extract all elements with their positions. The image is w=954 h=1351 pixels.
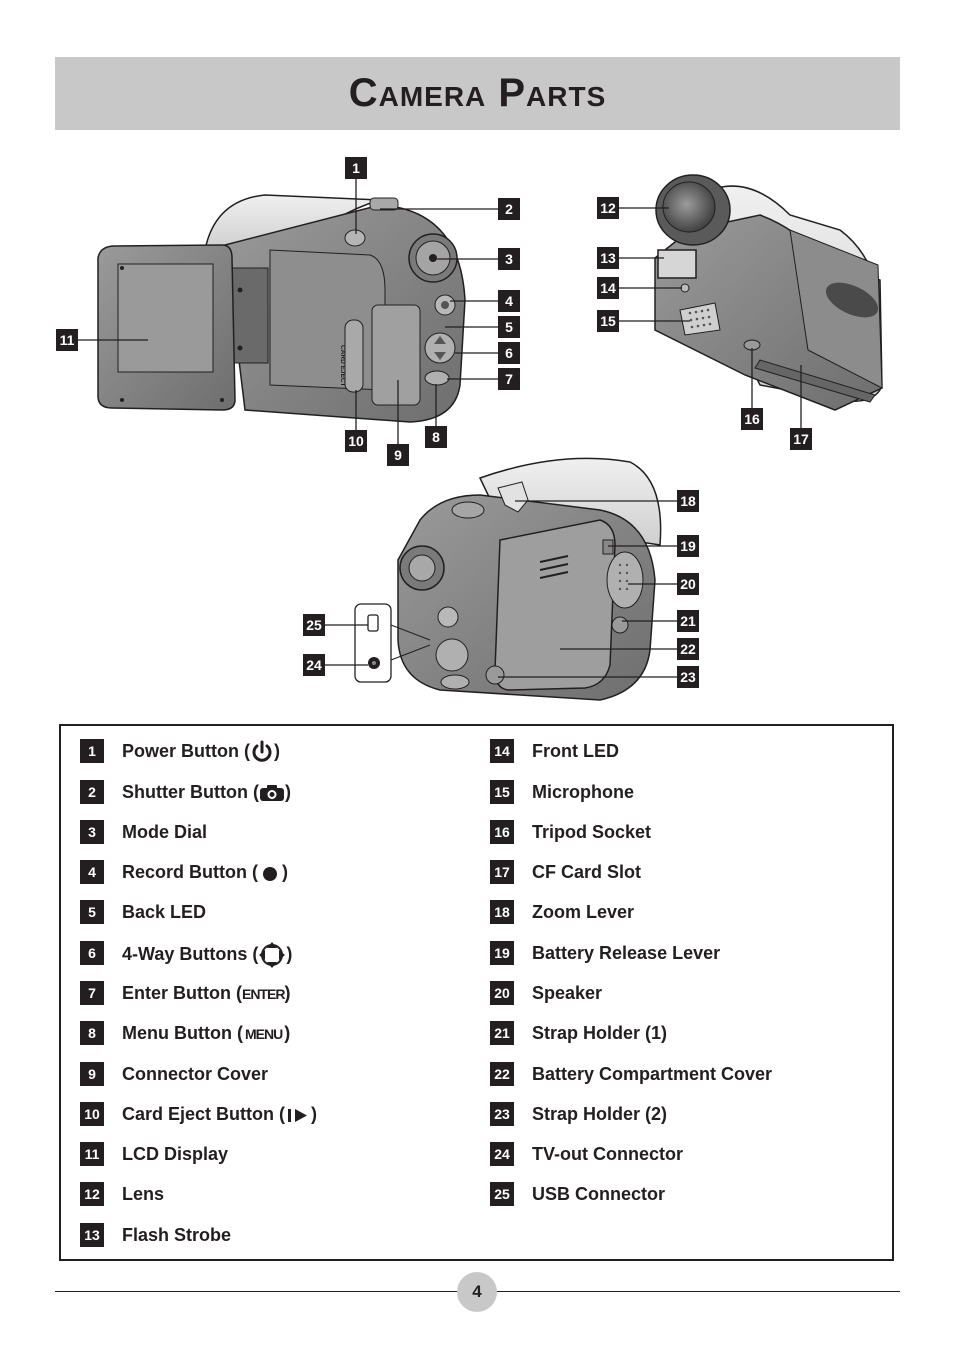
callout-25: 25 (303, 614, 325, 636)
legend-number: 25 (490, 1182, 514, 1206)
legend-number: 21 (490, 1021, 514, 1045)
callout-2: 2 (498, 198, 520, 220)
legend-number: 4 (80, 860, 104, 884)
legend-label: Record Button ( (122, 862, 258, 882)
legend-label: Front LED (532, 741, 619, 761)
callout-9: 9 (387, 444, 409, 466)
callout-15: 15 (597, 310, 619, 332)
callout-3: 3 (498, 248, 520, 270)
legend-label: USB Connector (532, 1184, 666, 1204)
callout-17: 17 (790, 428, 812, 450)
camera-icon (259, 785, 284, 802)
legend-number: 5 (80, 900, 104, 924)
legend-label: Power Button ( (122, 741, 250, 761)
leader-lines (78, 179, 802, 678)
callout-14: 14 (597, 277, 619, 299)
card-eject-icon (288, 1109, 308, 1123)
legend-label: Mode Dial (122, 822, 208, 842)
callout-4: 4 (498, 290, 520, 312)
legend-number: 22 (490, 1062, 514, 1086)
legend-label: Flash Strobe (122, 1225, 232, 1245)
legend-label: CF Card Slot (532, 862, 642, 882)
legend-number: 6 (80, 941, 104, 965)
record-dot-icon (262, 867, 277, 882)
callout-12: 12 (597, 197, 619, 219)
legend-label: Connector Cover (122, 1064, 269, 1084)
callout-6: 6 (498, 342, 520, 364)
legend-number: 15 (490, 780, 514, 804)
callout-23: 23 (677, 666, 699, 688)
callout-11: 11 (56, 329, 78, 351)
callout-24: 24 (303, 654, 325, 676)
legend-label: Strap Holder (1) (532, 1023, 668, 1043)
legend-label: Speaker (532, 983, 603, 1003)
legend-label: Menu Button ( (122, 1023, 243, 1043)
page-title: Camera Parts (348, 71, 607, 115)
legend-number: 14 (490, 739, 514, 763)
legend-number: 9 (80, 1062, 104, 1086)
legend-label: Strap Holder (2) (532, 1104, 668, 1124)
legend-label: Microphone (532, 782, 634, 802)
card-eject-label: CARD EJECT (339, 345, 346, 387)
parts-legend (59, 724, 894, 1261)
legend-number: 20 (490, 981, 514, 1005)
callout-8: 8 (425, 426, 447, 448)
page-title-bar: Camera Parts (55, 57, 900, 130)
legend-number: 19 (490, 941, 514, 965)
callout-5: 5 (498, 316, 520, 338)
legend-number: 17 (490, 860, 514, 884)
legend-label: Lens (122, 1184, 165, 1204)
legend-number: 24 (490, 1142, 514, 1166)
legend-number: 12 (80, 1182, 104, 1206)
legend-label: Enter Button ( (122, 983, 242, 1003)
legend-label: TV-out Connector (532, 1144, 683, 1164)
legend-label: Zoom Lever (532, 902, 635, 922)
camera-front-view (654, 174, 883, 411)
power-icon (252, 740, 272, 762)
callout-16: 16 (741, 408, 763, 430)
legend-number: 8 (80, 1021, 104, 1045)
legend-number: 23 (490, 1102, 514, 1126)
legend-label: Card Eject Button ( (122, 1104, 286, 1124)
camera-rear-view: CARD EJECT (97, 194, 466, 423)
legend-label: 4-Way Buttons ( (122, 943, 259, 964)
legend-label: Battery Release Lever (532, 943, 721, 963)
callout-10: 10 (345, 430, 367, 452)
legend-number: 7 (80, 981, 104, 1005)
callout-7: 7 (498, 368, 520, 390)
callout-18: 18 (677, 490, 699, 512)
menu-icon: MENU (244, 1026, 283, 1043)
legend-number: 18 (490, 900, 514, 924)
callout-1: 1 (345, 157, 367, 179)
callout-22: 22 (677, 638, 699, 660)
callout-13: 13 (597, 247, 619, 269)
legend-label: Battery Compartment Cover (532, 1064, 773, 1084)
legend-number: 11 (80, 1142, 104, 1166)
legend-number: 13 (80, 1223, 104, 1247)
callout-20: 20 (677, 573, 699, 595)
camera-side-view (354, 457, 662, 701)
legend-number: 2 (80, 780, 104, 804)
enter-icon: ENTER (241, 986, 285, 1003)
legend-label: Tripod Socket (532, 822, 652, 842)
page-number: 4 (457, 1272, 497, 1312)
legend-number: 1 (80, 739, 104, 763)
callout-21: 21 (677, 610, 699, 632)
camera-diagrams: CARD EJECT (78, 174, 883, 701)
legend-label: LCD Display (122, 1144, 229, 1164)
legend-label: Back LED (122, 902, 207, 922)
legend-number: 3 (80, 820, 104, 844)
legend-label: Shutter Button ( (122, 782, 259, 802)
legend-number: 10 (80, 1102, 104, 1126)
four-way-icon (259, 942, 286, 968)
callout-19: 19 (677, 535, 699, 557)
legend-number: 16 (490, 820, 514, 844)
